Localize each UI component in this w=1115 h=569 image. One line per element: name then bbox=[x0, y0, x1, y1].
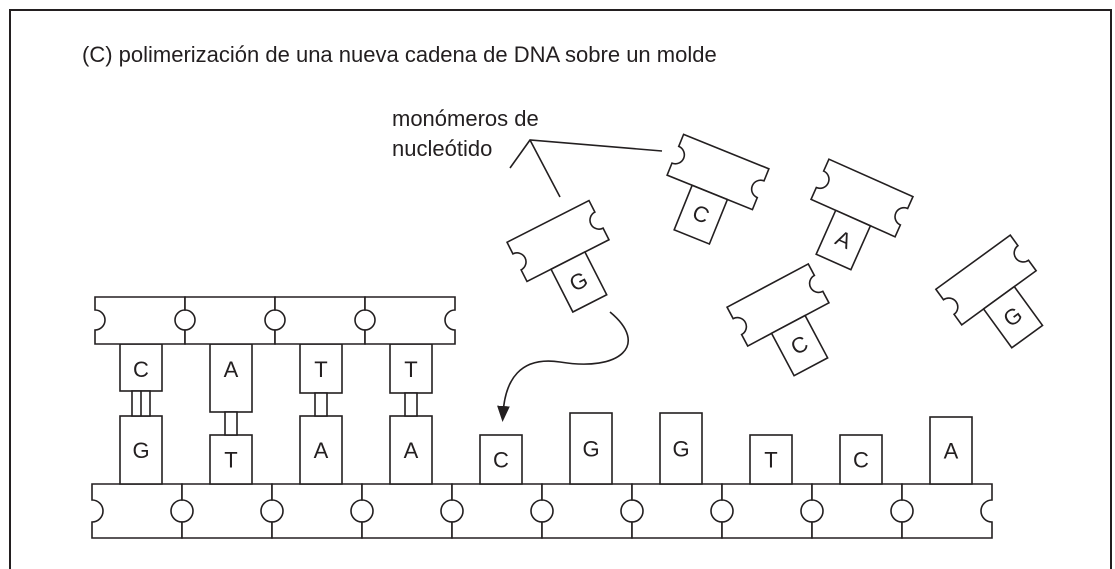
unpaired-template-base bbox=[929, 416, 973, 485]
template-base bbox=[119, 415, 163, 485]
free-nucleotide: G bbox=[934, 234, 1044, 349]
new-strand-backbone-segment bbox=[184, 296, 276, 345]
new-strand-base-label: A bbox=[224, 357, 239, 382]
template-backbone-segment bbox=[271, 483, 363, 539]
unpaired-template-base-label: G bbox=[582, 437, 599, 462]
free-nucleotide: A bbox=[809, 158, 915, 271]
free-nucleotide-base bbox=[770, 314, 829, 377]
hydrogen-bond-block bbox=[314, 392, 328, 417]
free-nucleotide: C bbox=[666, 133, 770, 246]
template-backbone-segment bbox=[361, 483, 453, 539]
template-backbone-segment bbox=[721, 483, 813, 539]
callout-line-2: nucleótido bbox=[392, 136, 493, 161]
figure-frame bbox=[9, 9, 1112, 569]
free-nucleotide: G bbox=[505, 199, 611, 314]
unpaired-template-base bbox=[659, 412, 703, 485]
unpaired-template-base-label: G bbox=[672, 437, 689, 462]
annotations bbox=[497, 139, 663, 422]
unpaired-template-base bbox=[479, 434, 523, 485]
template-base bbox=[299, 415, 343, 485]
new-strand-base bbox=[389, 343, 433, 394]
unpaired-template-base-label: T bbox=[764, 448, 777, 473]
unpaired-template-base-label: C bbox=[493, 448, 509, 473]
incorporation-arrow bbox=[497, 311, 629, 422]
new-strand-base-label: T bbox=[404, 357, 417, 382]
hydrogen-bond-block bbox=[404, 392, 418, 417]
free-nucleotide-sugar bbox=[666, 133, 770, 211]
nucleotide-callout-label: monómeros de nucleótido bbox=[392, 104, 539, 164]
new-strand-base bbox=[299, 343, 343, 394]
hydrogen-bond-block bbox=[224, 411, 238, 436]
free-nucleotide: C bbox=[725, 262, 831, 377]
template-backbone-segment bbox=[91, 483, 183, 539]
template-backbone-segment bbox=[451, 483, 543, 539]
free-nucleotide-sugar bbox=[809, 158, 915, 238]
unpaired-template-base-label: A bbox=[944, 439, 959, 464]
template-base-label: T bbox=[224, 448, 237, 473]
figure-title: (C) polimerización de una nueva cadena d… bbox=[82, 42, 717, 67]
free-nucleotide-sugar bbox=[505, 199, 611, 283]
new-strand-backbone-segment bbox=[274, 296, 366, 345]
new-strand-base-label: T bbox=[314, 357, 327, 382]
unpaired-template-base-label: C bbox=[853, 448, 869, 473]
template-base-label: A bbox=[314, 438, 329, 463]
template-backbone-segment bbox=[541, 483, 633, 539]
template-backbone-segment bbox=[901, 483, 993, 539]
free-nucleotide-base bbox=[815, 209, 872, 271]
free-nucleotide-base bbox=[673, 184, 729, 246]
new-strand-backbone-segment bbox=[94, 296, 186, 345]
free-nucleotide-sugar bbox=[934, 234, 1038, 326]
free-nucleotide-sugar bbox=[725, 262, 831, 348]
free-nucleotide-base bbox=[549, 250, 608, 314]
new-strand-backbone-segment bbox=[364, 296, 456, 345]
unpaired-template-base bbox=[839, 434, 883, 485]
free-nucleotide-base bbox=[982, 285, 1044, 349]
template-base-label: A bbox=[404, 438, 419, 463]
callout-leader-line bbox=[529, 139, 561, 198]
template-backbone-segment bbox=[811, 483, 903, 539]
callout-line-1: monómeros de bbox=[392, 106, 539, 131]
template-backbone-segment bbox=[631, 483, 723, 539]
new-strand-base-label: C bbox=[133, 357, 149, 382]
unpaired-template-base bbox=[569, 412, 613, 485]
template-base bbox=[209, 434, 253, 485]
template-base bbox=[389, 415, 433, 485]
unpaired-template-base bbox=[749, 434, 793, 485]
template-backbone-segment bbox=[181, 483, 273, 539]
template-base-label: G bbox=[132, 438, 149, 463]
